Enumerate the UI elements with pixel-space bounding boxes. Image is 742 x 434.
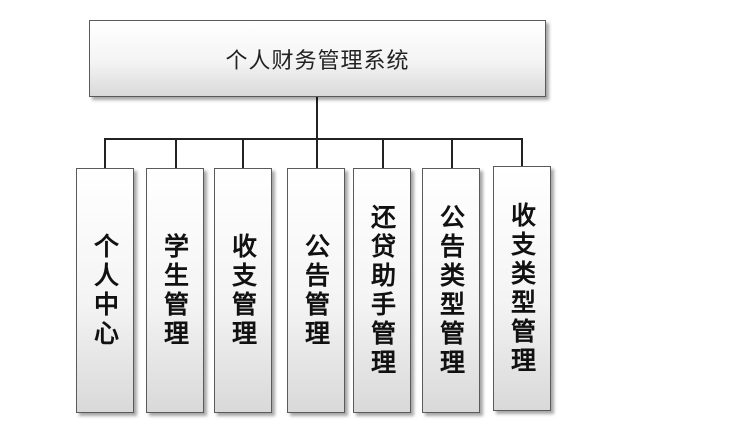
module-label: 收支管理 xyxy=(228,232,258,349)
root-node-label: 个人财务管理系统 xyxy=(225,48,410,74)
branch-line xyxy=(104,138,106,168)
branch-line xyxy=(316,138,318,168)
module-node-announcement-management: 公告管理 xyxy=(287,168,345,413)
module-node-personal-center: 个人中心 xyxy=(76,168,134,413)
branch-line xyxy=(242,138,244,168)
horizontal-bus-line xyxy=(104,138,523,140)
module-label: 公告管理 xyxy=(301,232,331,349)
module-label: 个人中心 xyxy=(90,232,120,349)
module-node-income-expense-management: 收支管理 xyxy=(214,168,272,413)
root-node: 个人财务管理系统 xyxy=(89,20,546,97)
module-label: 还贷助手管理 xyxy=(367,203,397,378)
branch-line xyxy=(521,138,523,166)
module-node-income-expense-type-management: 收支类型管理 xyxy=(493,166,551,411)
module-label: 学生管理 xyxy=(160,232,190,349)
module-label: 公告类型管理 xyxy=(436,203,466,378)
root-stem-line xyxy=(316,97,318,139)
module-node-announcement-type-management: 公告类型管理 xyxy=(422,168,480,413)
branch-line xyxy=(451,138,453,168)
module-node-loan-assistant-management: 还贷助手管理 xyxy=(353,168,411,413)
branch-line xyxy=(175,138,177,168)
module-node-student-management: 学生管理 xyxy=(146,168,204,413)
branch-line xyxy=(382,138,384,168)
module-label: 收支类型管理 xyxy=(507,201,537,376)
